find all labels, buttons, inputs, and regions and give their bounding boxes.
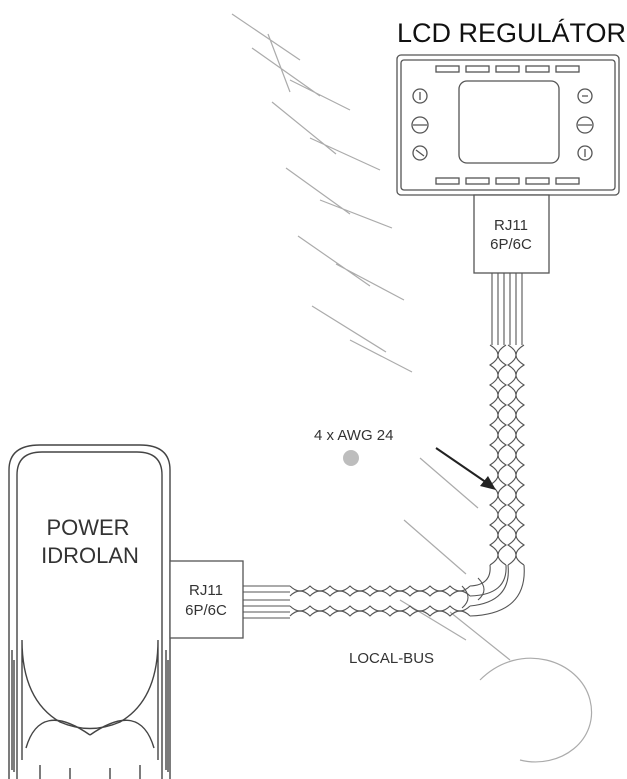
lcd-left-button-2	[411, 116, 429, 134]
unit-connector-line2: 6P/6C	[185, 602, 227, 619]
twisted-cable-vertical	[488, 344, 526, 566]
lcd-right-button-3	[577, 145, 593, 161]
lcd-rj11-connector: RJ11 6P/6C	[473, 194, 550, 274]
lcd-right-button-2	[576, 116, 594, 134]
lcd-connector-line2: 6P/6C	[490, 236, 532, 253]
lcd-left-button-1	[412, 88, 428, 104]
lcd-left-button-3	[412, 145, 428, 161]
unit-label-line2: IDROLAN	[41, 543, 139, 568]
twisted-cable-horizontal	[289, 585, 471, 617]
lcd-regulator-device	[396, 54, 620, 196]
unit-label-line1: POWER	[46, 515, 129, 540]
lcd-right-button-1	[577, 88, 593, 104]
local-bus-label: LOCAL-BUS	[349, 650, 434, 667]
unit-straight-wires	[243, 585, 290, 619]
unit-rj11-connector: RJ11 6P/6C	[169, 560, 244, 639]
lcd-straight-wires	[491, 273, 523, 345]
power-idrolan-unit	[8, 444, 171, 779]
unit-connector-line1: RJ11	[189, 582, 223, 599]
lcd-connector-line1: RJ11	[494, 217, 528, 234]
lcd-screen	[458, 80, 560, 164]
cable-arrow	[435, 447, 496, 490]
lcd-regulator-title: LCD REGULÁTOR	[397, 18, 626, 48]
cable-spec-label: 4 x AWG 24	[314, 427, 393, 444]
twisted-cable-bend	[461, 564, 525, 617]
watermark	[231, 13, 593, 763]
